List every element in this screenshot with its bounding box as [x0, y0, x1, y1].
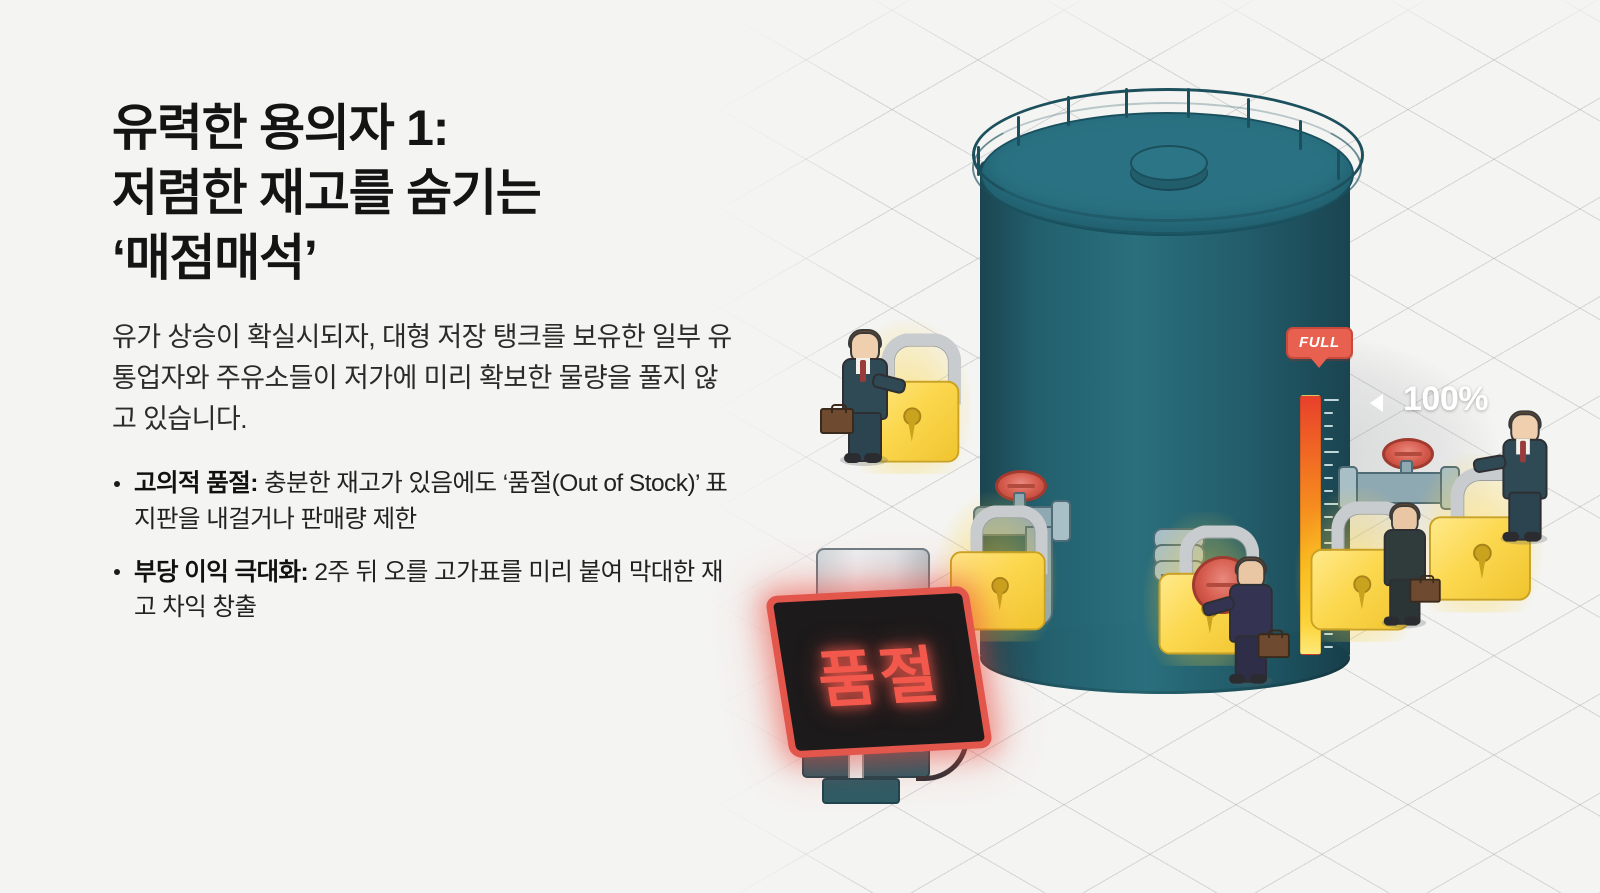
- shoe: [1403, 616, 1420, 626]
- businessman-figure: [1471, 410, 1550, 545]
- lede-paragraph: 유가 상승이 확실시되자, 대형 저장 탱크를 보유한 일부 유통업자와 주유소…: [112, 322, 732, 435]
- necktie-icon: [1520, 440, 1526, 463]
- out-of-stock-sign: 품절: [764, 585, 994, 759]
- gas-pump: 품절: [764, 528, 994, 804]
- grid-top-fade: [700, 0, 1600, 60]
- bullet-list: 고의적 품절: 충분한 재고가 있음에도 ‘품절(Out of Stock)’ …: [112, 466, 732, 626]
- page-title: 유력한 용의자 1: 저렴한 재고를 숨기는 ‘매점매석’: [112, 100, 542, 286]
- padlock-keyhole-icon: [1472, 543, 1492, 580]
- businessman-figure: [1201, 556, 1290, 687]
- businessman-figure: [820, 329, 908, 466]
- bullet-dot-icon: [114, 480, 120, 487]
- railing-post: [1337, 150, 1340, 180]
- gauge-percent-label: 100%: [1403, 380, 1488, 418]
- railing-post: [1067, 96, 1070, 126]
- railing-post: [1125, 88, 1128, 118]
- bullet-label: 부당 이익 극대화:: [134, 558, 309, 586]
- shoe: [1502, 531, 1520, 542]
- list-item: 부당 이익 극대화: 2주 뒤 오를 고가표를 미리 붙여 막대한 재고 차익 …: [112, 555, 732, 627]
- padlock-keyhole-icon: [990, 577, 1009, 611]
- sign-foot: [822, 778, 900, 804]
- briefcase-icon: [820, 404, 854, 434]
- shoe: [844, 453, 861, 463]
- briefcase-icon: [1257, 629, 1290, 658]
- bullet-text: 충분한 재고가 있음에도 ‘품절(Out of Stock)’ 표지판을 내걸거…: [134, 470, 728, 533]
- list-item: 고의적 품절: 충분한 재고가 있음에도 ‘품절(Out of Stock)’ …: [112, 466, 732, 538]
- shoe: [1383, 616, 1400, 626]
- text-column: 유력한 용의자 1: 저렴한 재고를 숨기는 ‘매점매석’ 유가 상승이 확실시…: [112, 96, 732, 643]
- full-badge: FULL: [1286, 327, 1353, 368]
- shoe: [1229, 674, 1246, 684]
- illustration: FULL 100%: [740, 0, 1600, 893]
- railing-post: [1247, 98, 1250, 128]
- briefcase-icon: [1409, 575, 1441, 603]
- gauge-pointer-icon: [1370, 394, 1383, 412]
- businessman-figure: [1378, 502, 1441, 629]
- padlock-keyhole-icon: [902, 407, 921, 442]
- tank-railing-secondary: [972, 102, 1362, 234]
- padlock-shackle: [970, 505, 1048, 575]
- railing-post: [977, 146, 980, 176]
- out-of-stock-sign-label: 품절: [813, 641, 947, 716]
- bullet-text: 2주 뒤 오를 고가표를 미리 붙여 막대한 재고 차익 창출: [134, 558, 724, 622]
- shoe: [864, 453, 881, 463]
- shoe: [1249, 674, 1267, 684]
- bullet-dot-icon: [114, 569, 120, 576]
- railing-post: [1017, 116, 1020, 146]
- shoe: [1523, 531, 1541, 542]
- railing-post: [1299, 120, 1302, 150]
- necktie-icon: [860, 360, 866, 382]
- padlock-keyhole-icon: [1352, 575, 1371, 610]
- railing-post: [1187, 88, 1190, 118]
- bullet-label: 고의적 품절:: [134, 470, 258, 498]
